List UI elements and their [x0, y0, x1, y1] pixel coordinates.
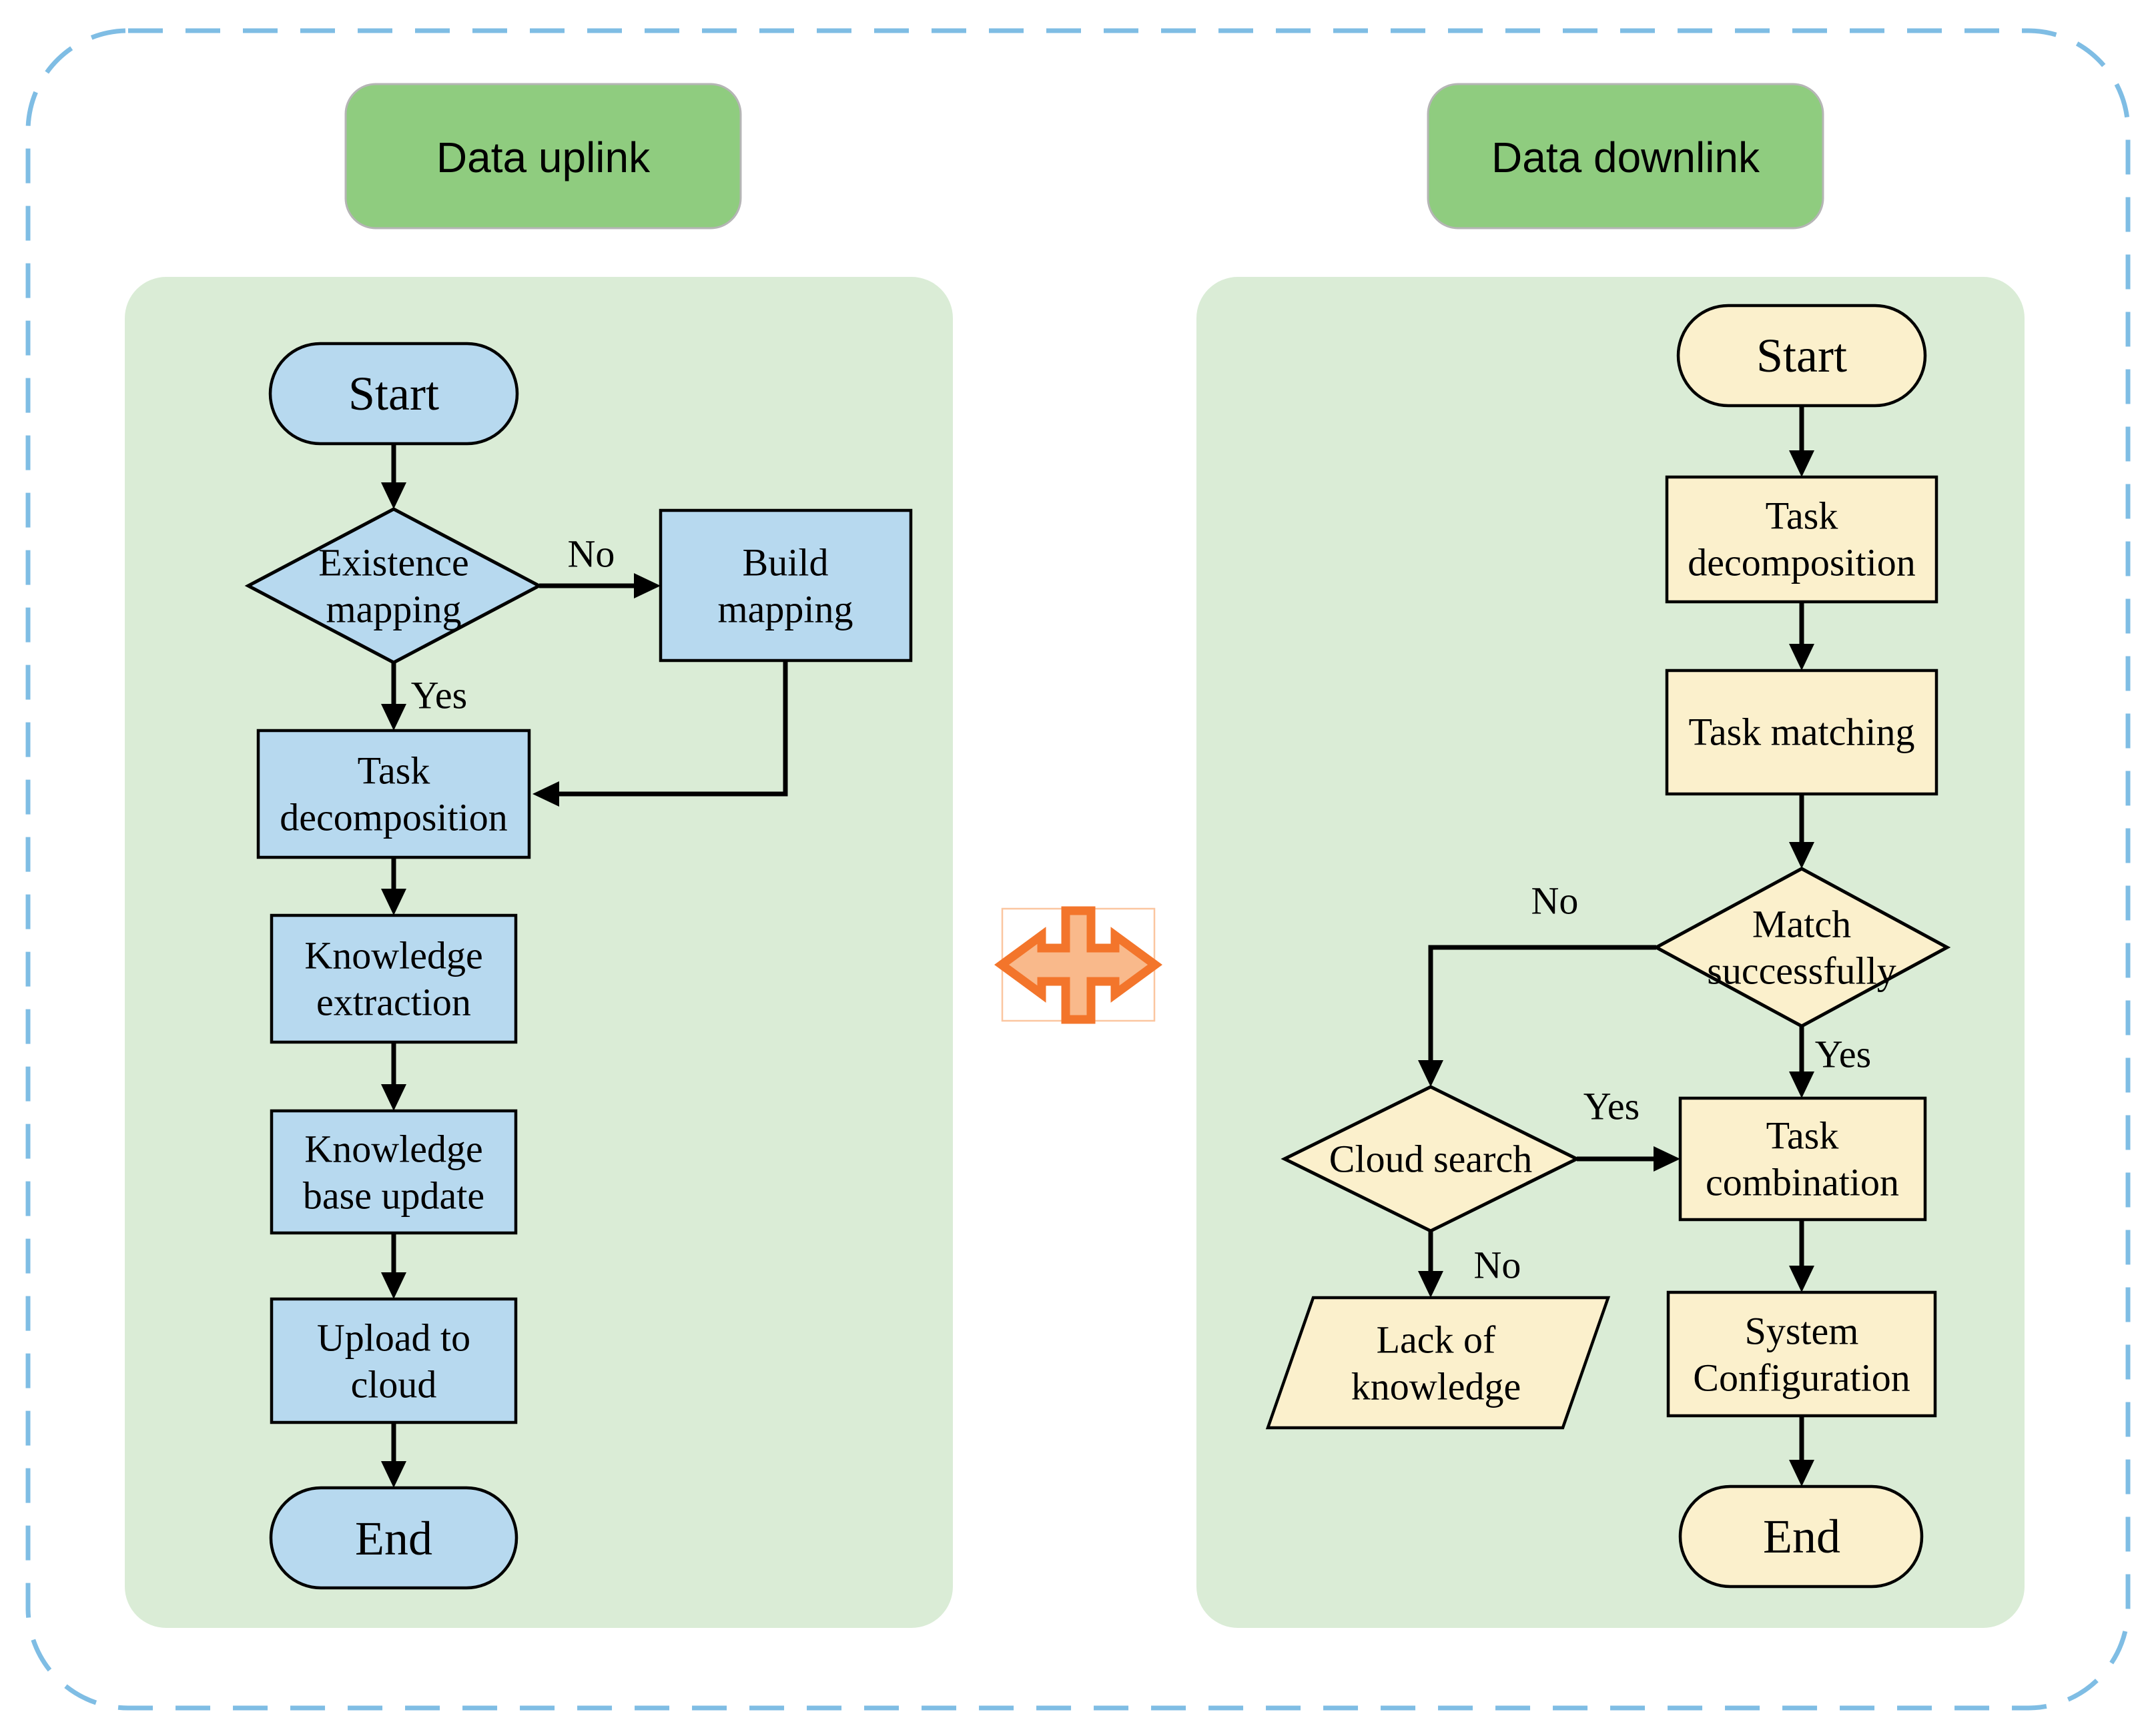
downlink-arrowhead-start-to-taskdecomp [1789, 450, 1814, 477]
uplink-arrowhead-build-to-taskdecomp [532, 781, 559, 807]
upload-to-cloud-line2: cloud [351, 1363, 437, 1406]
task-combination-node [1678, 1096, 1927, 1222]
downlink-arrowhead-matching-to-match [1789, 842, 1814, 869]
cloud-yes-label: Yes [1583, 1085, 1640, 1128]
system-configuration-line2: Configuration [1693, 1356, 1910, 1400]
task-combination-line2: combination [1706, 1161, 1899, 1204]
uplink-header-box [344, 83, 742, 230]
uplink-arrowhead-upload-to-end [381, 1461, 406, 1488]
downlink-panel [1196, 277, 2025, 1628]
sync-icon-group [994, 906, 1162, 1024]
existence-mapping-label-line2: mapping [326, 588, 462, 631]
knowledge-extraction-node [270, 913, 518, 1044]
system-configuration-node [1666, 1290, 1937, 1418]
uplink-arrowhead-start-to-existence [381, 482, 406, 509]
uplink-feedback-build-to-taskdecomp [557, 661, 788, 797]
downlink-arrowhead-match-to-combination [1789, 1071, 1814, 1098]
uplink-arrowhead-existence-to-build [634, 573, 661, 598]
uplink-flowchart: Start Existence mapping No Build mapping… [244, 342, 913, 1590]
match-no-label: No [1531, 879, 1579, 923]
match-successfully-line2: successfully [1707, 949, 1896, 993]
knowledge-base-update-line1: Knowledge [304, 1128, 482, 1171]
uplink-task-decomposition-line1: Task [358, 749, 430, 793]
knowledge-base-update-node [270, 1109, 518, 1235]
downlink-arrowhead-taskdecomp-to-matching [1789, 644, 1814, 671]
uplink-end-label: End [355, 1512, 432, 1565]
task-matching-node [1665, 669, 1938, 796]
uplink-header-label: Data uplink [436, 133, 651, 181]
match-yes-label: Yes [1815, 1033, 1871, 1076]
upload-to-cloud-node [270, 1297, 518, 1424]
downlink-end-node [1678, 1484, 1924, 1589]
uplink-end-node [269, 1486, 518, 1590]
build-mapping-label-line1: Build [743, 541, 829, 584]
uplink-task-decomposition-node [256, 729, 531, 859]
task-combination-line1: Task [1766, 1114, 1839, 1158]
downlink-arrowhead-match-to-cloud [1418, 1060, 1443, 1087]
cloud-search-label: Cloud search [1329, 1138, 1532, 1181]
downlink-arrowhead-combination-to-config [1789, 1266, 1814, 1292]
existence-no-label: No [568, 532, 615, 576]
task-matching-label: Task matching [1688, 711, 1914, 754]
uplink-task-decomposition-line2: decomposition [280, 796, 508, 839]
cloud-no-label: No [1474, 1244, 1521, 1287]
knowledge-extraction-line1: Knowledge [304, 934, 482, 977]
downlink-task-decomposition-node [1665, 475, 1938, 604]
downlink-no-path-match-to-cloud [1428, 945, 1656, 1061]
downlink-arrowhead-config-to-end [1789, 1460, 1814, 1486]
match-successfully-line1: Match [1752, 903, 1851, 946]
uplink-arrowhead-extraction-to-update [381, 1084, 406, 1111]
downlink-header-box [1427, 83, 1824, 230]
downlink-arrowhead-cloud-to-lack [1418, 1271, 1443, 1298]
lack-of-knowledge-line1: Lack of [1377, 1318, 1496, 1362]
build-mapping-label-line2: mapping [718, 588, 853, 631]
downlink-flowchart: Start Task decomposition Task matching M… [1265, 304, 1951, 1589]
downlink-start-label: Start [1756, 329, 1847, 382]
build-mapping-node [659, 508, 913, 663]
existence-yes-label: Yes [411, 674, 467, 717]
uplink-arrowhead-taskdecomp-to-extraction [381, 889, 406, 915]
upload-to-cloud-line1: Upload to [317, 1316, 470, 1360]
knowledge-extraction-line2: extraction [316, 981, 471, 1024]
downlink-arrowhead-cloud-to-combination [1654, 1146, 1680, 1172]
uplink-arrowhead-existence-to-taskdecomp [381, 704, 406, 731]
system-configuration-line1: System [1745, 1310, 1859, 1353]
downlink-task-decomposition-line1: Task [1766, 494, 1838, 538]
outer-dashed-frame [25, 28, 2131, 1711]
uplink-panel [125, 277, 953, 1628]
lack-of-knowledge-line2: knowledge [1351, 1365, 1521, 1408]
bidirectional-sync-arrow-icon [994, 906, 1162, 1024]
uplink-arrowhead-update-to-upload [381, 1272, 406, 1299]
existence-mapping-label-line1: Existence [318, 541, 468, 584]
uplink-start-label: Start [348, 367, 439, 420]
downlink-end-label: End [1763, 1510, 1840, 1563]
downlink-task-decomposition-line2: decomposition [1688, 541, 1916, 584]
downlink-header-label: Data downlink [1491, 133, 1760, 181]
lack-of-knowledge-parallelogram [1265, 1296, 1611, 1430]
knowledge-base-update-line2: base update [303, 1174, 484, 1218]
